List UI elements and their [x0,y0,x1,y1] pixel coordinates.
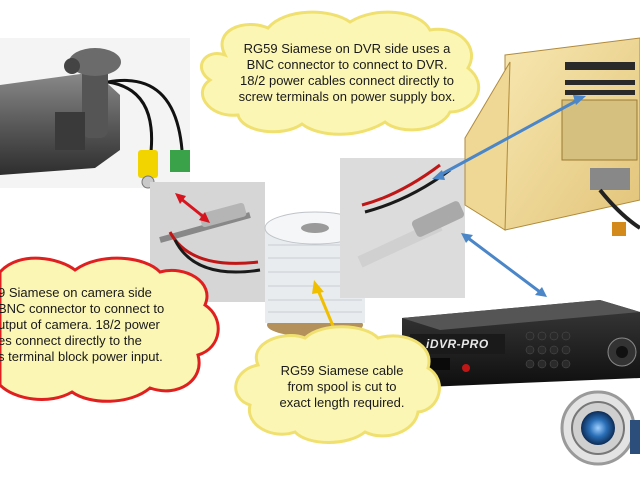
callout-dvr-line: 18/2 power cables connect directly to [240,73,454,88]
bnc-connector-photo [340,158,465,298]
callout-dvr-line: screw terminals on power supply box. [238,89,456,104]
logo-icon [560,390,640,466]
callout-spool-line: exact length required. [279,395,405,410]
callout-camera-line: utput of camera. 18/2 power [0,317,160,332]
callout-dvr-side [199,10,481,136]
arrow-connector-to-dvr [461,233,547,297]
callout-camera-line: es connect directly to the [0,333,142,348]
callout-spool-line: RG59 Siamese cable [280,363,404,378]
dvr-brand-label: iDVR-PRO [426,337,489,351]
power-supply-box-icon [464,37,640,236]
callout-spool-text: RG59 Siamese cable from spool is cut to … [262,363,422,411]
callout-camera-line: 9 Siamese on camera side [0,285,152,300]
callout-camera-line: s terminal block power input. [0,349,163,364]
callout-dvr-line: RG59 Siamese on DVR side uses a [243,41,451,56]
arrow-camera-to-connector [175,193,210,223]
callout-camera-side-text: 9 Siamese on camera side BNC connector t… [0,285,198,365]
callout-dvr-line: BNC connector to connect to DVR. [246,57,448,72]
camera-icon [0,48,121,175]
callout-dvr-side-text: RG59 Siamese on DVR side uses a BNC conn… [232,41,462,105]
callout-spool-line: from spool is cut to [287,379,397,394]
arrow-connector-to-power-box [432,95,586,180]
callout-camera-side [0,256,220,403]
camera-photo [0,38,190,189]
callout-camera-line: BNC connector to connect to [0,301,165,316]
callout-spool [234,325,441,444]
